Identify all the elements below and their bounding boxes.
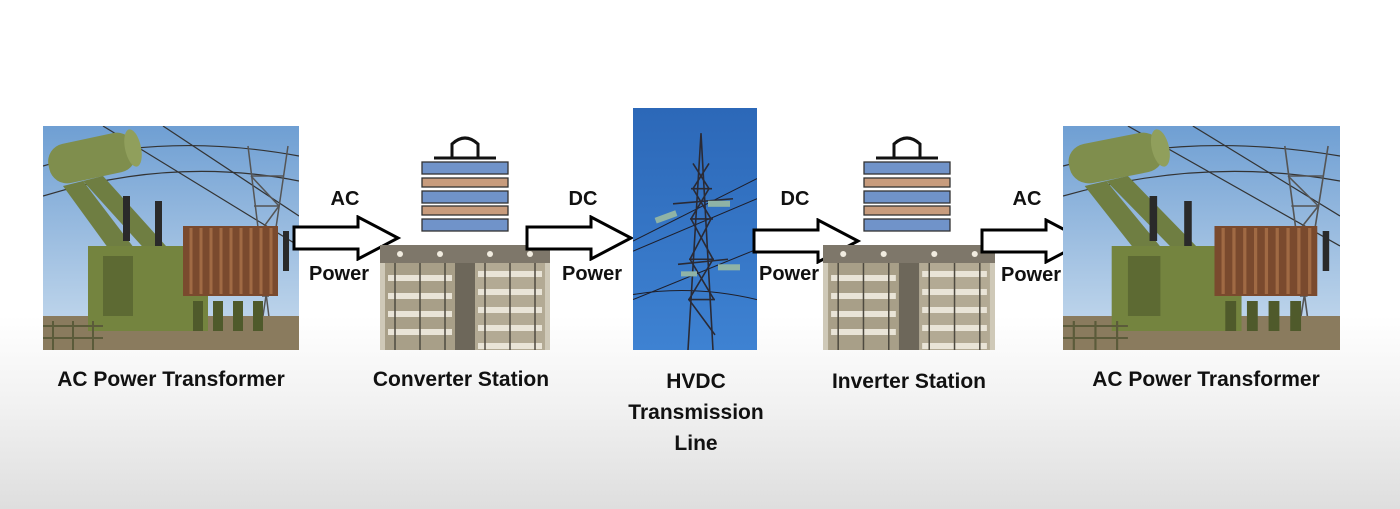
hvdc-line-label-line-1: HVDC — [666, 370, 726, 393]
edge-4-top-label: AC — [1012, 188, 1042, 210]
edge-1-top-label: AC — [330, 188, 360, 210]
hvdc-tower-photo — [633, 108, 757, 350]
edge-3-top-label: DC — [780, 188, 810, 210]
edge-2-arrow — [525, 215, 635, 261]
ac-transformer-right-photo — [1063, 126, 1340, 350]
inverter-station-photo — [823, 245, 995, 350]
edge-2-top-label: DC — [568, 188, 598, 210]
ac-transformer-right-label: AC Power Transformer — [1092, 368, 1320, 391]
hvdc-line-label-line-2: Transmission — [628, 401, 764, 424]
edge-3-bottom-label: Power — [758, 263, 820, 285]
converter-station-label: Converter Station — [372, 368, 550, 391]
converter-station-symbol — [420, 130, 510, 234]
edge-4-bottom-label: Power — [1000, 264, 1062, 286]
edge-2-bottom-label: Power — [561, 263, 623, 285]
inverter-station-symbol — [862, 130, 952, 234]
inverter-station-label: Inverter Station — [831, 370, 987, 393]
hvdc-line-label-line-3: Line — [674, 432, 718, 455]
edge-1-bottom-label: Power — [308, 263, 370, 285]
ac-transformer-left-photo — [43, 126, 299, 350]
ac-transformer-left-label: AC Power Transformer — [57, 368, 285, 391]
